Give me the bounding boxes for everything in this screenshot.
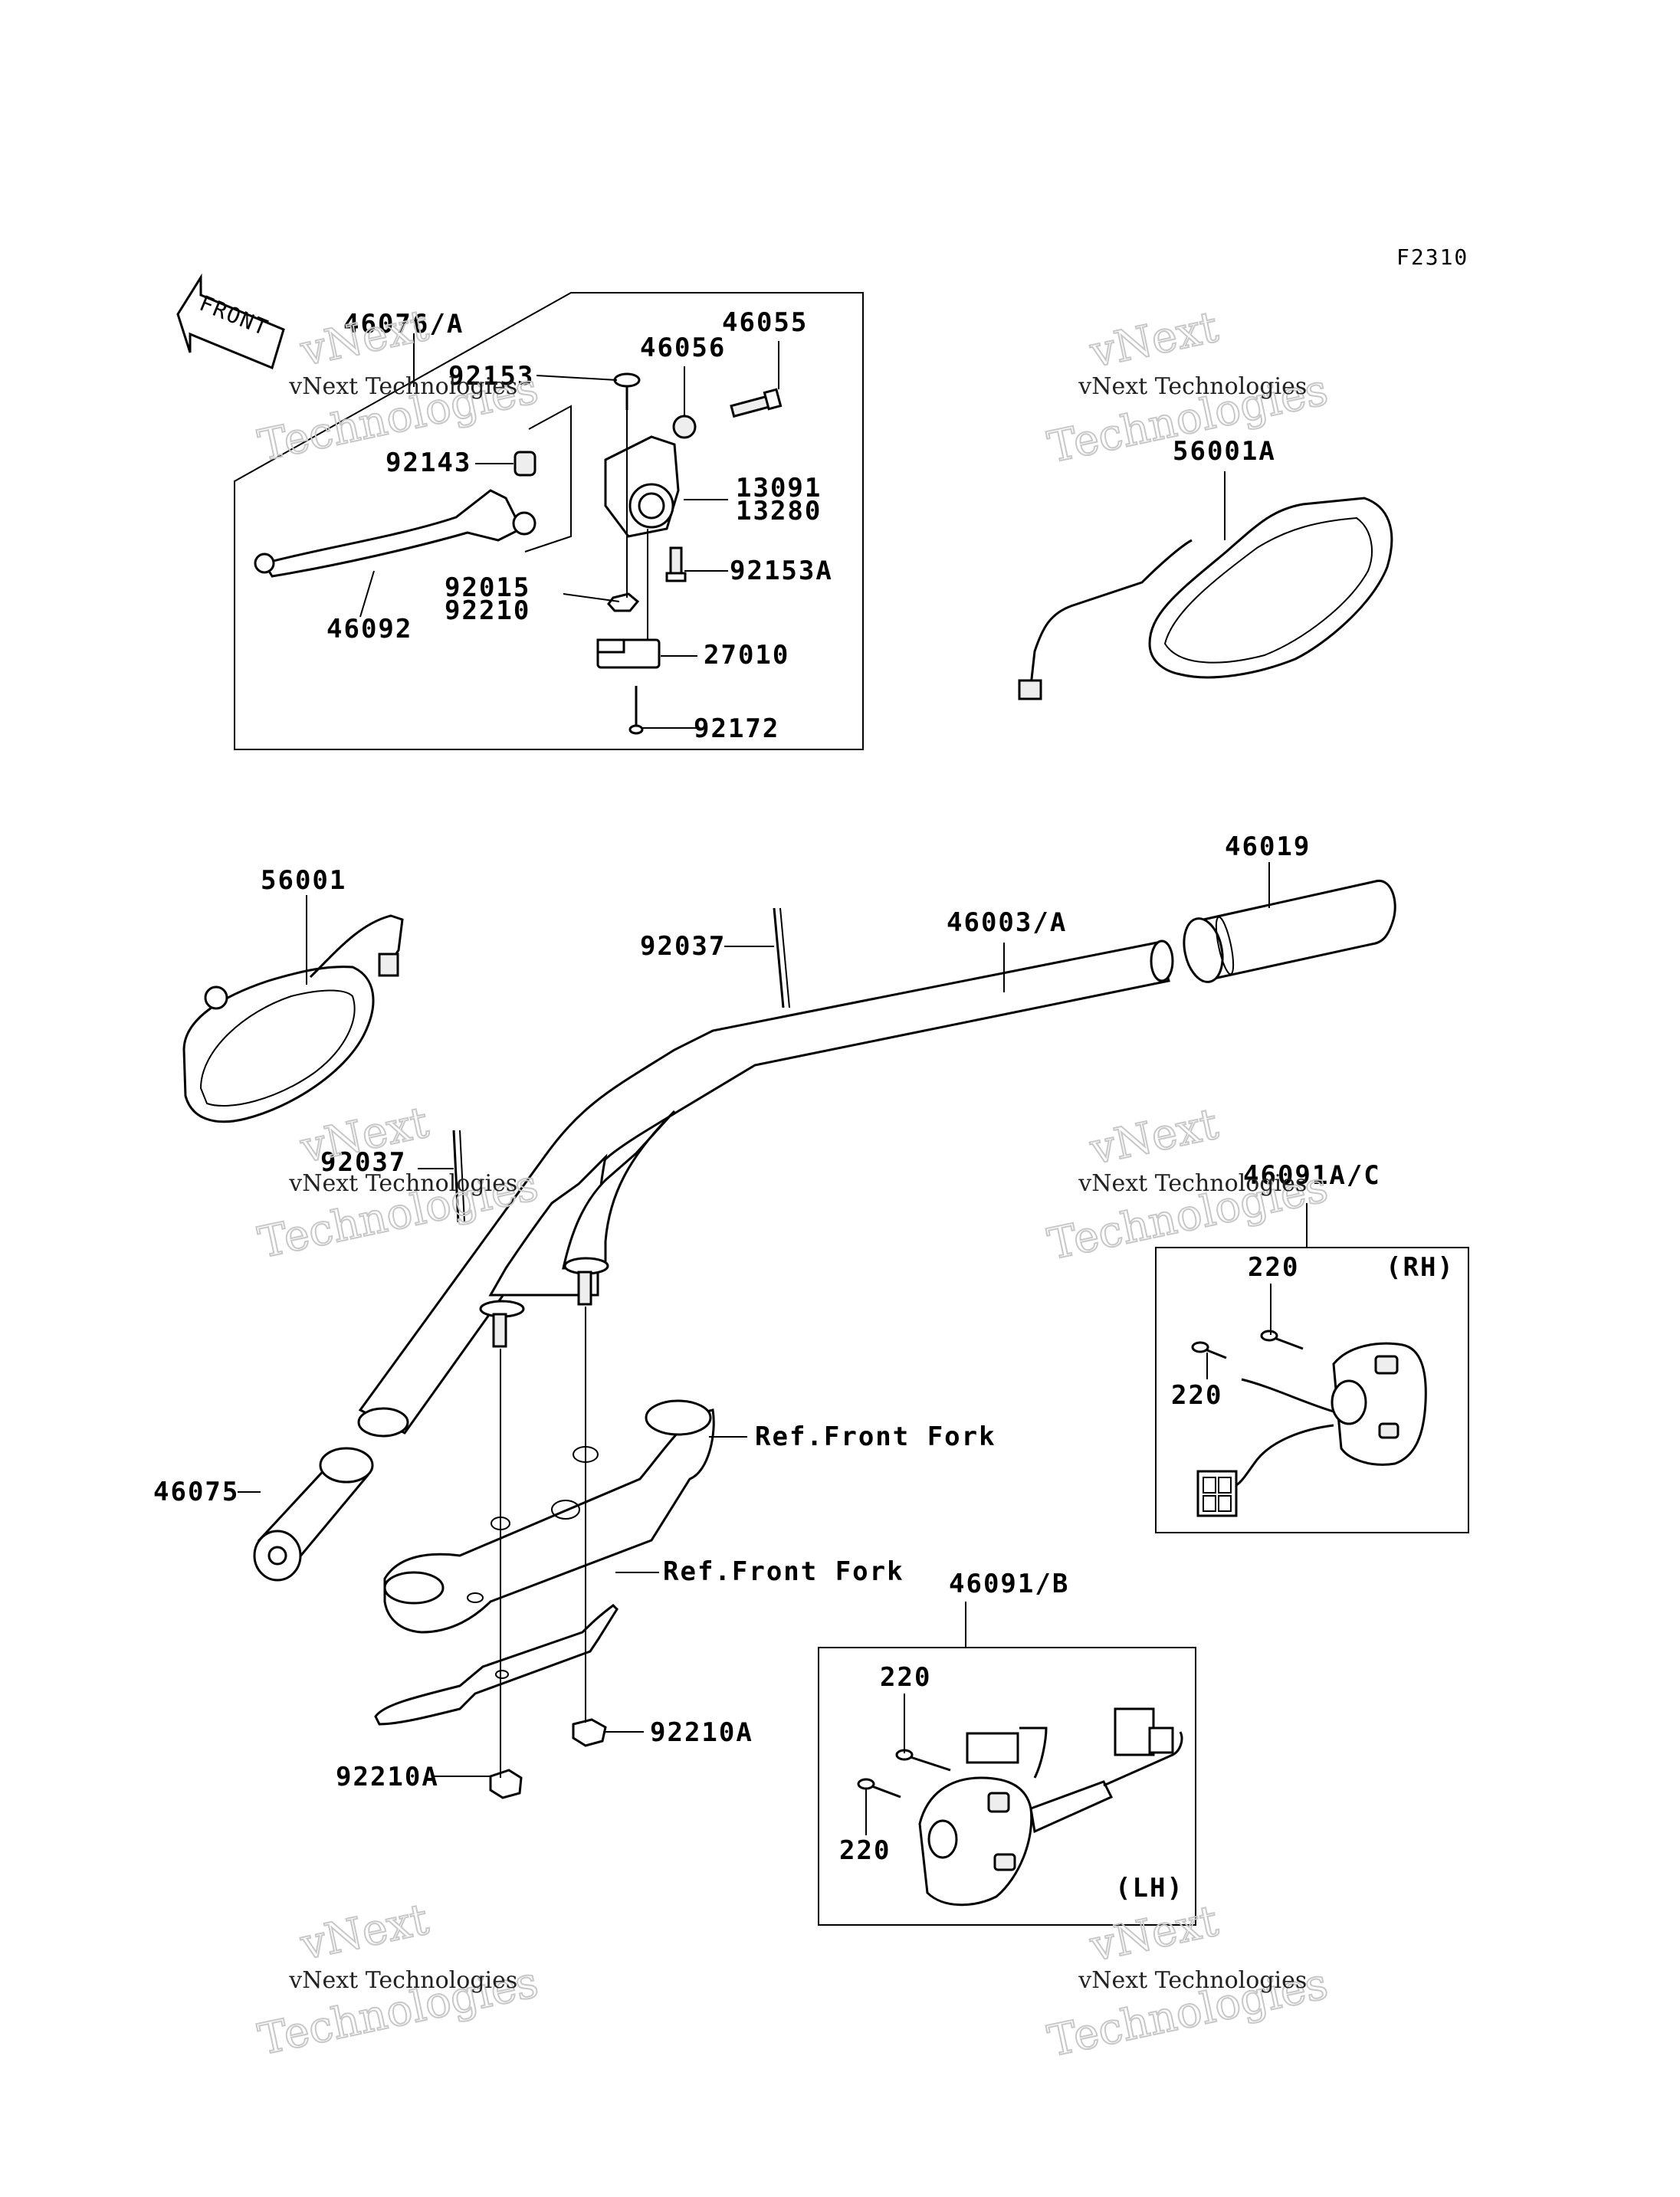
label-rh: (RH) [1386, 1252, 1455, 1283]
watermark-top-left: vNext Technologies vNext Technologies [254, 300, 543, 472]
adjuster-46056 [672, 415, 697, 439]
label-220-lh-a: 220 [880, 1662, 931, 1693]
screw-220-rh-b [1191, 1341, 1227, 1359]
label-46019: 46019 [1225, 831, 1311, 862]
label-ref-front-fork-1: Ref.Front Fork [755, 1421, 996, 1452]
label-92172: 92172 [694, 713, 779, 744]
screw-92153A [665, 546, 687, 582]
label-92210A-right: 92210A [650, 1717, 753, 1748]
label-92153: 92153 [448, 361, 534, 392]
label-46055: 46055 [722, 307, 808, 338]
nut-92015 [607, 592, 640, 612]
svg-text:vNext Technologies: vNext Technologies [1078, 1967, 1307, 1994]
grip-46075 [253, 1447, 374, 1582]
label-46092: 46092 [326, 614, 412, 644]
pivot-bolt-92153 [613, 372, 641, 410]
lever-bracket [604, 435, 680, 538]
svg-text:vNext: vNext [1085, 302, 1222, 378]
handlebar-46003 [357, 939, 1174, 1438]
label-92037-upper: 92037 [640, 931, 726, 962]
label-56001: 56001 [261, 865, 346, 896]
nut-92210A-right [572, 1718, 607, 1747]
label-46076A: 46076/A [343, 309, 464, 339]
leader-lines [238, 333, 1308, 1835]
nut-92210A-left [489, 1769, 523, 1799]
cable-tie-92037-lower [452, 1130, 465, 1223]
svg-text:vNext Technologies: vNext Technologies [1078, 1170, 1307, 1197]
switch-housing-lh [918, 1707, 1183, 1907]
label-46091B: 46091/B [949, 1569, 1069, 1599]
watermark-bottom-right: vNext Technologies vNext Technologies [1043, 1895, 1333, 2067]
cable-tie-92037-upper [773, 907, 790, 1008]
watermark-top-right: vNext Technologies vNext Technologies [1043, 301, 1333, 474]
label-lh: (LH) [1115, 1873, 1184, 1904]
rh-switch-inset [1155, 1247, 1469, 1533]
bolt-46055 [730, 388, 783, 418]
front-arrow-icon: FRONT [176, 273, 285, 370]
watermark-bottom-left: vNext Technologies vNext Technologies [254, 1894, 543, 2066]
clutch-lever [254, 489, 536, 578]
label-46056: 46056 [640, 333, 726, 363]
svg-text:vNext Technologies: vNext Technologies [288, 1170, 517, 1197]
switch-housing-rh [1196, 1342, 1427, 1517]
svg-text:vNext: vNext [1085, 1896, 1222, 1972]
screw-220-rh-a [1260, 1330, 1304, 1350]
screw-92172 [628, 686, 644, 735]
label-92143: 92143 [386, 448, 471, 478]
label-92037-lower: 92037 [320, 1147, 406, 1178]
label-13091: 13091 [736, 473, 822, 503]
label-ref-front-fork-2: Ref.Front Fork [663, 1556, 904, 1587]
lh-switch-inset [818, 1647, 1196, 1926]
grip-46019 [1183, 880, 1396, 983]
screw-220-lh-b [857, 1778, 901, 1799]
figure-code: F2310 [1396, 244, 1468, 270]
fork-bracket [374, 1604, 619, 1726]
svg-text:vNext Technologies: vNext Technologies [1078, 373, 1307, 400]
fork-upper-clamp [383, 1399, 715, 1634]
svg-text:vNext: vNext [1085, 1099, 1222, 1175]
mirror-56001A [1018, 497, 1393, 700]
label-46075: 46075 [153, 1477, 239, 1507]
svg-text:vNext Technologies: vNext Technologies [288, 373, 517, 400]
bushing-92143 [514, 451, 536, 477]
label-220-lh-b: 220 [839, 1835, 891, 1866]
svg-text:vNext Technologies: vNext Technologies [288, 1967, 517, 1994]
label-220-rh-a: 220 [1248, 1252, 1299, 1283]
label-46003A: 46003/A [947, 907, 1067, 938]
lever-inset-box [234, 292, 864, 750]
switch-27010 [596, 638, 661, 669]
label-92015: 92015 [445, 572, 530, 603]
label-13280: 13280 [736, 496, 822, 526]
mirror-56001 [182, 914, 404, 1123]
label-27010: 27010 [704, 640, 789, 671]
svg-text:vNext: vNext [296, 1894, 433, 1970]
label-56001A: 56001A [1173, 436, 1276, 467]
watermark-mid-right: vNext Technologies vNext Technologies [1043, 1098, 1333, 1271]
inset-guide [524, 405, 572, 553]
label-46091AC: 46091A/C [1243, 1160, 1381, 1191]
label-220-rh-b: 220 [1171, 1380, 1222, 1411]
label-92210: 92210 [445, 595, 530, 626]
label-92210A-left: 92210A [336, 1762, 439, 1792]
label-92153A: 92153A [730, 556, 833, 586]
